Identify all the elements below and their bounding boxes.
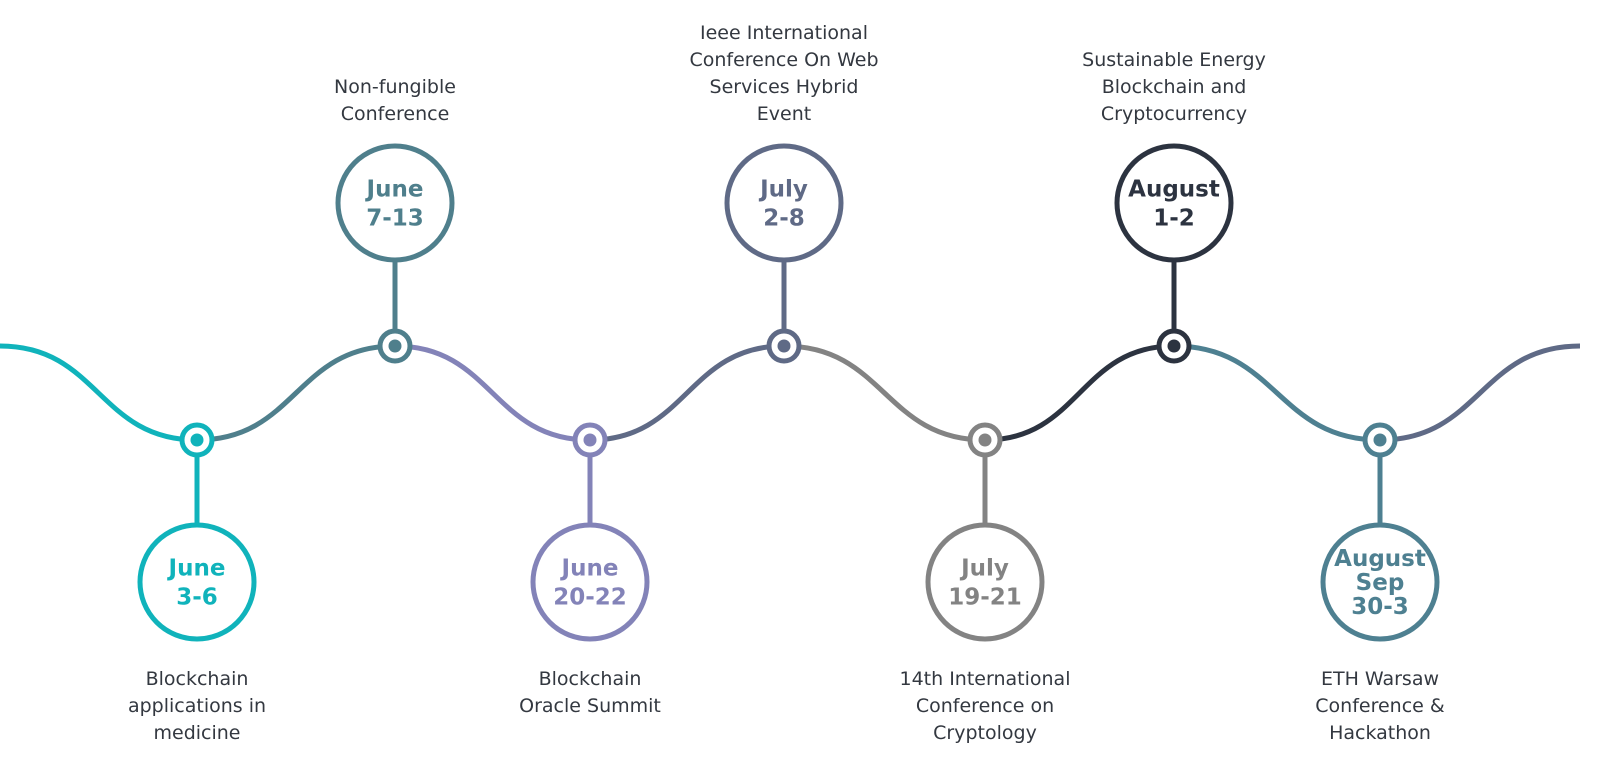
timeline-node-dot <box>388 339 402 353</box>
event-date: July <box>959 556 1009 582</box>
curve-segment <box>1173 343 1381 443</box>
event-title: Conference on <box>916 695 1054 717</box>
event-title: Services Hybrid <box>710 76 859 98</box>
event-title: 14th International <box>900 668 1071 690</box>
event-title: Blockchain <box>539 668 642 690</box>
date-bubble <box>530 522 650 642</box>
timeline-node-dot <box>190 433 204 447</box>
timeline-nodes <box>179 328 1398 458</box>
date-bubble <box>724 143 844 263</box>
curve-segment <box>0 343 198 443</box>
timeline-curve <box>0 343 1581 443</box>
event-date: 20-22 <box>553 585 627 611</box>
event-title: medicine <box>154 722 241 744</box>
event-date: August <box>1334 546 1426 572</box>
curve-segment <box>394 343 591 443</box>
event-title: Cryptology <box>933 722 1037 744</box>
event-title: Conference & <box>1315 695 1445 717</box>
event-date: 7-13 <box>366 206 424 232</box>
event-date: 3-6 <box>176 585 218 611</box>
timeline-node-dot <box>583 433 597 447</box>
event-title: Hackathon <box>1329 722 1431 744</box>
date-bubbles: June3-6June7-13June20-22July2-8July19-21… <box>137 143 1440 642</box>
connectors <box>194 260 1383 525</box>
curve-segment <box>984 343 1175 443</box>
event-date: 1-2 <box>1153 206 1195 232</box>
event-date: Sep <box>1356 570 1405 596</box>
date-bubble <box>137 522 257 642</box>
event-title: Event <box>757 103 811 125</box>
curve-segment <box>783 343 986 443</box>
date-bubble <box>335 143 455 263</box>
event-date: June <box>167 556 226 582</box>
event-title: Non-fungible <box>334 76 456 98</box>
timeline-node-dot <box>1373 433 1387 447</box>
event-title: Oracle Summit <box>519 695 661 717</box>
timeline-node-dot <box>978 433 992 447</box>
event-date: 19-21 <box>948 585 1022 611</box>
curve-segment <box>1379 343 1581 443</box>
curve-segment <box>589 343 785 443</box>
event-title: Conference <box>341 103 450 125</box>
event-title: Ieee International <box>700 22 868 44</box>
event-date: 2-8 <box>763 206 805 232</box>
timeline-node-dot <box>777 339 791 353</box>
event-title: applications in <box>128 695 266 717</box>
event-title: Cryptocurrency <box>1101 103 1247 125</box>
event-title: Sustainable Energy <box>1082 49 1266 71</box>
event-date: August <box>1128 177 1220 203</box>
date-bubble <box>1114 143 1234 263</box>
curve-segment <box>196 343 396 443</box>
event-title: Conference On Web <box>689 49 878 71</box>
event-date: July <box>758 177 808 203</box>
date-bubble <box>1320 522 1440 642</box>
event-labels: Blockchain applications in medicine Non-fun… <box>128 22 1445 744</box>
date-bubble <box>925 522 1045 642</box>
timeline-node-dot <box>1167 339 1181 353</box>
event-title: Blockchain <box>146 668 249 690</box>
event-date: 30-3 <box>1351 594 1409 620</box>
event-date: June <box>365 177 424 203</box>
event-title: ETH Warsaw <box>1321 668 1439 690</box>
event-title: Blockchain and <box>1102 76 1247 98</box>
event-date: June <box>560 556 619 582</box>
